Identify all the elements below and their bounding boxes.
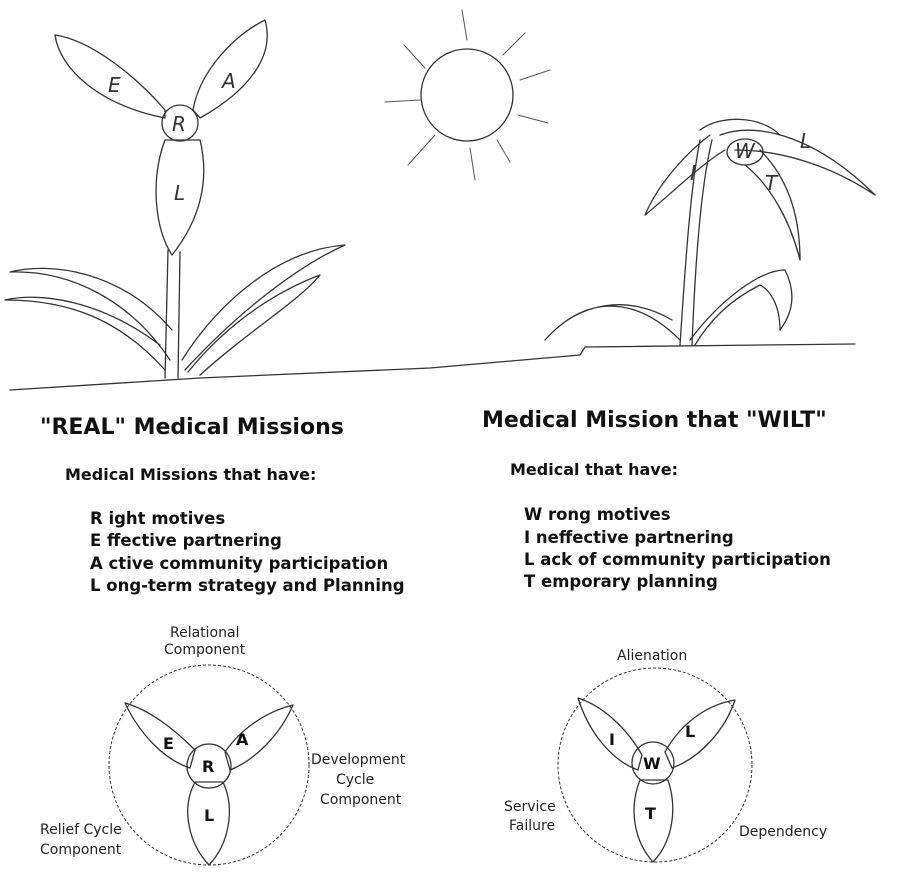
wilt-title: Medical Mission that "WILT" xyxy=(482,408,827,433)
plant-letter-l2: L xyxy=(800,129,811,153)
wilt-diag-i: I xyxy=(609,730,615,749)
real-label-left-1: Relief Cycle xyxy=(40,822,122,838)
real-label-right-1: Development xyxy=(311,752,406,768)
wilted-plant-icon: I W L T xyxy=(544,118,876,346)
wilt-petal-t xyxy=(633,779,674,863)
wilt-diag-l: L xyxy=(685,722,695,741)
real-diag-l: L xyxy=(204,806,214,825)
real-label-right-2: Cycle xyxy=(336,772,374,788)
wilt-item-4: T emporary planning xyxy=(524,572,718,591)
plant-letter-r: R xyxy=(172,112,186,136)
plant-letter-l: L xyxy=(174,181,185,205)
wilt-label-top: Alienation xyxy=(617,648,687,664)
healthy-plant-icon: E A R L xyxy=(4,19,346,379)
real-item-4: L ong-term strategy and Planning xyxy=(90,576,405,595)
real-diag-e: E xyxy=(163,734,174,753)
wilt-item-3: L ack of community participation xyxy=(524,550,831,569)
real-list: R ight motives E ffective partnering A c… xyxy=(90,509,405,595)
real-petal-e xyxy=(124,702,196,769)
real-subtitle: Medical Missions that have: xyxy=(65,465,316,484)
real-petal-a xyxy=(224,704,294,771)
wilt-label-left-1: Service xyxy=(504,799,556,815)
wilt-item-1: W rong motives xyxy=(524,505,671,524)
sun-icon xyxy=(384,9,551,181)
wilt-diag-w: W xyxy=(643,754,661,773)
wilt-petal-l xyxy=(664,699,736,769)
real-circle-diagram: E A R L Relational Component Development… xyxy=(40,625,406,866)
wilt-diag-t: T xyxy=(645,804,656,823)
real-diag-a: A xyxy=(236,730,249,749)
wilt-item-2: I neffective partnering xyxy=(524,528,734,547)
real-label-right-3: Component xyxy=(320,792,402,808)
wilt-label-right: Dependency xyxy=(739,824,827,840)
real-center-circle xyxy=(186,743,232,789)
real-diag-r: R xyxy=(202,757,214,776)
plant-letter-t: T xyxy=(765,171,779,195)
plant-letter-a: A xyxy=(220,69,236,93)
wilt-label-left-2: Failure xyxy=(509,818,555,834)
real-item-1: R ight motives xyxy=(90,509,225,528)
wilt-outer-circle xyxy=(557,667,753,863)
plant-letter-w: W xyxy=(735,139,756,163)
plant-letter-i: I xyxy=(690,161,696,185)
real-item-3: A ctive community participation xyxy=(90,554,388,573)
wilt-petal-i xyxy=(577,697,643,771)
real-label-left-2: Component xyxy=(40,842,122,858)
real-title: "REAL" Medical Missions xyxy=(40,415,344,440)
real-label-top-1: Relational xyxy=(170,625,239,641)
ground-line xyxy=(9,343,856,391)
real-petal-l xyxy=(187,781,230,866)
real-item-2: E ffective partnering xyxy=(90,531,282,550)
wilt-center-circle xyxy=(631,741,675,785)
real-label-top-2: Component xyxy=(164,642,246,658)
plant-letter-e: E xyxy=(108,73,121,97)
wilt-subtitle: Medical that have: xyxy=(510,460,678,479)
wilt-circle-diagram: I L W T Alienation Service Failure Depen… xyxy=(504,648,827,863)
wilt-list: W rong motives I neffective partnering L… xyxy=(524,505,831,591)
